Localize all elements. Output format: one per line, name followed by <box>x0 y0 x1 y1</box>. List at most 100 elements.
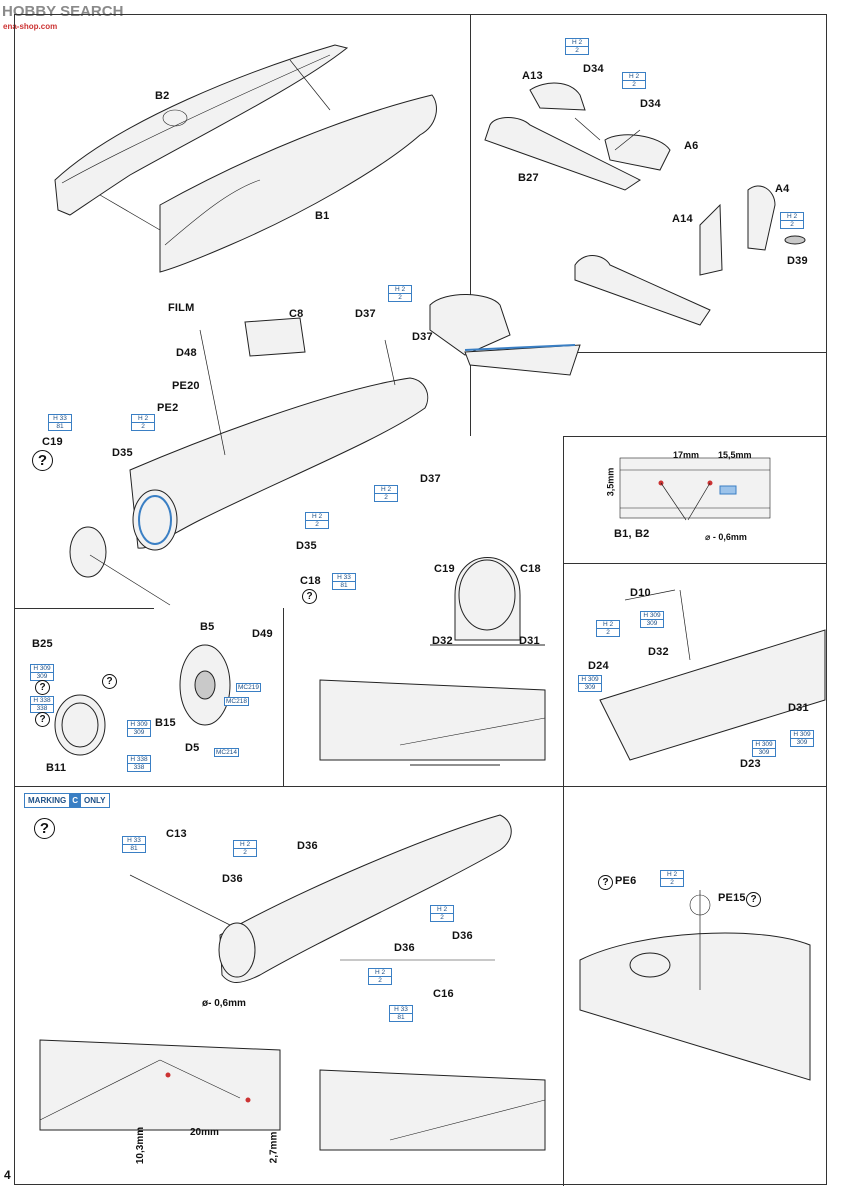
part-label: PE20 <box>172 380 200 392</box>
part-label: D35 <box>112 447 133 459</box>
fuselage-halves-drawing <box>54 44 437 273</box>
watermark-url: ena-shop.com <box>3 22 58 31</box>
tailplane-drawing <box>484 82 806 326</box>
part-label: PE2 <box>157 402 179 414</box>
part-label: D34 <box>583 63 604 75</box>
optional-part-icon: ? <box>34 818 55 839</box>
part-label: B1 <box>315 210 330 222</box>
divider <box>563 786 827 788</box>
optional-part-icon: ? <box>746 892 761 907</box>
part-label: D35 <box>296 540 317 552</box>
part-label: D37 <box>355 308 376 320</box>
cowl-front-view-drawing <box>430 557 545 646</box>
part-label: B15 <box>155 717 176 729</box>
part-label: C18 <box>300 575 321 587</box>
part-label: D37 <box>412 331 433 343</box>
part-label: B1, B2 <box>614 528 650 540</box>
part-label: D36 <box>297 840 318 852</box>
part-label: B5 <box>200 621 215 633</box>
marking-c-fuselage-drawing <box>129 814 512 983</box>
part-label: D32 <box>432 635 453 647</box>
drill-size: ⌀ - 0,6mm <box>705 532 747 542</box>
divider <box>14 786 563 788</box>
part-label: PE6 <box>615 875 637 887</box>
part-label: D37 <box>420 473 441 485</box>
mc-paint-tag: MC214 <box>214 748 239 757</box>
part-label: B11 <box>46 762 67 774</box>
part-label: C19 <box>434 563 455 575</box>
part-label: D23 <box>740 758 761 770</box>
cockpit-pe-drawing <box>579 890 811 1081</box>
mc-paint-tag: MC218 <box>224 697 249 706</box>
side-view-drawing <box>319 679 546 766</box>
divider <box>563 436 565 1186</box>
measurement: 2,7mm <box>268 1131 280 1164</box>
part-label: C18 <box>520 563 541 575</box>
optional-part-icon: ? <box>35 680 50 695</box>
rear-fuselage-assembly-drawing <box>69 294 581 606</box>
part-label: A14 <box>672 213 693 225</box>
optional-part-icon: ? <box>32 450 53 471</box>
part-label: D24 <box>588 660 609 672</box>
wire-detail-drawing <box>619 457 771 521</box>
part-label: D36 <box>394 942 415 954</box>
part-label: A6 <box>684 140 699 152</box>
divider <box>470 352 827 354</box>
part-label: D32 <box>648 646 669 658</box>
optional-part-icon: ? <box>35 712 50 727</box>
measurement: 3,5mm <box>605 467 616 497</box>
part-label: C19 <box>42 436 63 448</box>
part-label: D31 <box>788 702 809 714</box>
optional-part-icon: ? <box>302 589 317 604</box>
part-label: D31 <box>519 635 540 647</box>
engine-front-drawing <box>54 644 231 756</box>
optional-part-icon: ? <box>598 875 613 890</box>
drill-size: ø- 0,6mm <box>202 998 246 1009</box>
part-label: D48 <box>176 347 197 359</box>
part-label: C8 <box>289 308 304 320</box>
divider <box>563 563 827 565</box>
part-label: PE15 <box>718 892 746 904</box>
part-label: C13 <box>166 828 187 840</box>
part-label: A13 <box>522 70 543 82</box>
measurement: 10,3mm <box>135 1126 147 1165</box>
optional-part-icon: ? <box>102 674 117 689</box>
part-label: D36 <box>452 930 473 942</box>
part-label: D34 <box>640 98 661 110</box>
divider <box>563 436 827 438</box>
part-label: D49 <box>252 628 273 640</box>
part-label: D5 <box>185 742 200 754</box>
part-label: D39 <box>787 255 808 267</box>
part-label: D10 <box>630 587 651 599</box>
control-rod-drawing <box>599 589 826 761</box>
part-label: A4 <box>775 183 790 195</box>
part-label: D36 <box>222 873 243 885</box>
part-label: B2 <box>155 90 170 102</box>
divider <box>283 608 285 786</box>
divider <box>470 14 472 436</box>
watermark-brand: HOBBY SEARCH <box>2 3 124 20</box>
measurement: 17mm <box>673 450 700 460</box>
